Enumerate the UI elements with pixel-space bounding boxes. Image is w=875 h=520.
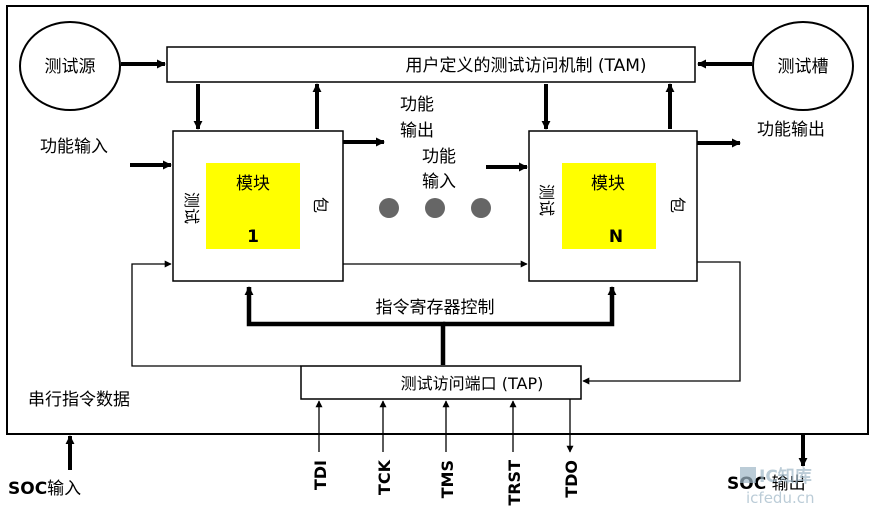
- tms-label: TMS: [438, 460, 457, 498]
- soc-input-prefix: SOC: [8, 479, 47, 499]
- func-output-mid-line1: 功能: [400, 95, 434, 115]
- ellipsis-dot-2: [425, 198, 445, 218]
- func-input-mid-line2: 输入: [422, 172, 456, 192]
- serial-data-from-module-n: [582, 261, 741, 385]
- soc-output-prefix: SOC: [727, 474, 766, 494]
- watermark-logo: IC知库 icfedu.cn: [740, 466, 814, 507]
- instruction-register-label: 指令寄存器控制: [376, 298, 495, 318]
- soc-input-suffix: 输入: [47, 479, 81, 499]
- tap-label: 测试访问端口 (TAP): [401, 374, 544, 393]
- func-input-left-label: 功能输入: [40, 137, 108, 157]
- tap-box: 测试访问端口 (TAP): [300, 365, 582, 400]
- module-n-wrapper-side-right: 包: [668, 197, 687, 213]
- serial-data-label: 串行指令数据: [28, 390, 130, 410]
- module-1-title: 模块: [236, 174, 270, 194]
- ellipsis-dot-1: [379, 198, 399, 218]
- soc-output-suffix: 输出: [766, 474, 805, 494]
- tam-bar: 用户定义的测试访问机制 (TAM): [166, 46, 696, 83]
- instruction-control-bus: [244, 286, 617, 365]
- module-n-wrapper-side-left: 测试: [537, 184, 556, 216]
- tam-label: 用户定义的测试访问机制 (TAM): [405, 56, 646, 76]
- module-n-index: N: [609, 227, 623, 247]
- soc-output-label: SOC 输出: [727, 474, 806, 494]
- module-1-wrapper: 模块 1 测试 包: [172, 130, 344, 282]
- func-output-right-label: 功能输出: [757, 120, 825, 140]
- tck-label: TCK: [375, 459, 394, 495]
- test-sink-label: 测试槽: [778, 57, 829, 77]
- func-input-mid-line1: 功能: [422, 147, 456, 167]
- ellipsis-dot-3: [471, 198, 491, 218]
- func-output-mid-line2: 输出: [400, 121, 434, 141]
- module-1-wrapper-side-right: 包: [311, 197, 330, 213]
- test-source-label: 测试源: [45, 57, 96, 77]
- soc-input-label: SOC输入: [8, 479, 81, 499]
- watermark-bottom: icfedu.cn: [746, 489, 814, 507]
- module-1-index: 1: [247, 227, 259, 247]
- module-n-wrapper: 模块 N 测试 包: [528, 130, 698, 282]
- serial-data-to-module-1: [131, 260, 301, 367]
- watermark-top: IC知库: [759, 466, 812, 487]
- test-sink: 测试槽: [752, 21, 854, 111]
- trst-label: TRST: [505, 460, 524, 506]
- module-n-core: [562, 163, 656, 249]
- soc-boundary: [6, 5, 869, 435]
- module-n-title: 模块: [591, 174, 625, 194]
- tdo-label: TDO: [562, 460, 581, 498]
- module-1-wrapper-side-left: 测试: [182, 192, 201, 224]
- module-1-core: [206, 163, 300, 249]
- test-source: 测试源: [19, 21, 121, 111]
- tdi-label: TDI: [311, 460, 330, 490]
